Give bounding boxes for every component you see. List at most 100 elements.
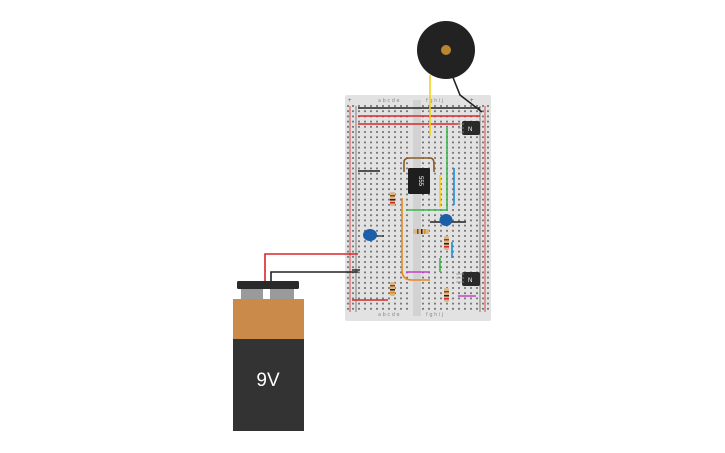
- breadboard-hole: [464, 224, 466, 227]
- breadboard-hole: [388, 302, 390, 305]
- breadboard-hole: [388, 245, 390, 248]
- breadboard-hole: [470, 193, 472, 196]
- breadboard-hole: [352, 261, 354, 263]
- breadboard-hole: [370, 240, 372, 243]
- battery-9v[interactable]: 9V: [233, 281, 304, 431]
- breadboard-hole: [400, 266, 402, 269]
- capacitor-left[interactable]: [363, 229, 377, 241]
- breadboard-hole: [464, 141, 466, 144]
- breadboard-hole: [364, 266, 366, 269]
- capacitor-right[interactable]: [439, 214, 453, 226]
- breadboard-hole: [406, 281, 408, 284]
- breadboard-hole: [400, 193, 402, 196]
- breadboard-hole: [347, 105, 349, 107]
- breadboard-hole: [446, 307, 448, 310]
- breadboard-hole: [406, 146, 408, 149]
- breadboard-hole: [458, 214, 460, 217]
- breadboard-hole: [376, 105, 378, 107]
- breadboard-hole: [434, 151, 436, 154]
- breadboard-hole: [482, 281, 484, 284]
- transistor-bottom[interactable]: N: [456, 272, 480, 286]
- breadboard-hole: [470, 266, 472, 269]
- breadboard-hole: [376, 120, 378, 123]
- breadboard-hole: [434, 120, 436, 123]
- resistor-2[interactable]: [413, 229, 429, 234]
- breadboard-hole: [382, 261, 384, 263]
- breadboard-hole: [382, 131, 384, 133]
- breadboard-hole: [352, 281, 354, 284]
- breadboard-hole: [487, 276, 489, 279]
- breadboard-hole: [434, 281, 436, 284]
- breadboard-hole: [364, 203, 366, 206]
- breadboard-hole: [440, 125, 442, 128]
- piezo-buzzer[interactable]: [417, 21, 475, 79]
- breadboard-hole: [370, 203, 372, 206]
- breadboard-hole: [406, 172, 408, 175]
- breadboard-hole: [476, 157, 478, 159]
- breadboard-hole: [352, 250, 354, 253]
- breadboard-hole: [382, 292, 384, 295]
- breadboard-hole: [458, 188, 460, 191]
- breadboard-hole: [440, 302, 442, 305]
- breadboard-hole: [482, 110, 484, 113]
- breadboard-hole: [400, 229, 402, 232]
- breadboard-hole: [352, 157, 354, 159]
- breadboard-hole: [487, 297, 489, 300]
- breadboard-hole: [376, 198, 378, 201]
- breadboard-hole: [476, 235, 478, 237]
- breadboard-hole: [452, 209, 454, 211]
- breadboard-hole: [428, 287, 430, 289]
- breadboard-hole: [400, 276, 402, 279]
- breadboard-hole: [370, 297, 372, 300]
- breadboard-hole: [464, 302, 466, 305]
- breadboard-hole: [394, 172, 396, 175]
- breadboard-hole: [476, 255, 478, 258]
- breadboard-hole: [394, 105, 396, 107]
- transistor-top[interactable]: N: [458, 121, 480, 135]
- breadboard-hole: [452, 250, 454, 253]
- breadboard-hole: [358, 229, 360, 232]
- breadboard-hole: [434, 167, 436, 170]
- breadboard-hole: [364, 131, 366, 133]
- breadboard-hole: [388, 224, 390, 227]
- breadboard-hole: [487, 235, 489, 237]
- resistor-5[interactable]: [444, 288, 449, 302]
- breadboard-hole: [394, 209, 396, 211]
- breadboard-hole: [487, 193, 489, 196]
- breadboard-hole: [358, 261, 360, 263]
- breadboard-hole: [464, 292, 466, 295]
- breadboard-hole: [406, 198, 408, 201]
- breadboard-hole: [382, 302, 384, 305]
- breadboard-hole: [347, 151, 349, 154]
- breadboard-hole: [364, 198, 366, 201]
- breadboard-hole: [394, 235, 396, 237]
- breadboard-hole: [388, 110, 390, 113]
- breadboard-hole: [470, 157, 472, 159]
- breadboard-hole: [487, 224, 489, 227]
- resistor-1[interactable]: [390, 192, 395, 206]
- ic-555[interactable]: 555: [408, 168, 430, 194]
- breadboard-hole: [464, 146, 466, 149]
- breadboard-hole: [482, 307, 484, 310]
- breadboard-hole: [428, 110, 430, 113]
- breadboard-hole: [476, 193, 478, 196]
- breadboard-hole: [394, 120, 396, 123]
- resistor-4[interactable]: [390, 282, 395, 296]
- breadboard-hole: [358, 105, 360, 107]
- breadboard-hole: [388, 287, 390, 289]
- breadboard-hole: [487, 302, 489, 305]
- breadboard-hole: [487, 151, 489, 154]
- battery-label: 9V: [256, 370, 280, 391]
- breadboard-hole: [406, 183, 408, 185]
- breadboard-hole: [422, 292, 424, 295]
- breadboard-hole: [352, 235, 354, 237]
- breadboard-hole: [358, 245, 360, 248]
- breadboard-hole: [440, 120, 442, 123]
- breadboard-hole: [370, 105, 372, 107]
- breadboard-hole: [440, 276, 442, 279]
- breadboard-hole: [482, 287, 484, 289]
- resistor-3[interactable]: [444, 236, 449, 250]
- breadboard-hole: [470, 146, 472, 149]
- breadboard-hole: [422, 255, 424, 258]
- breadboard-hole: [352, 120, 354, 123]
